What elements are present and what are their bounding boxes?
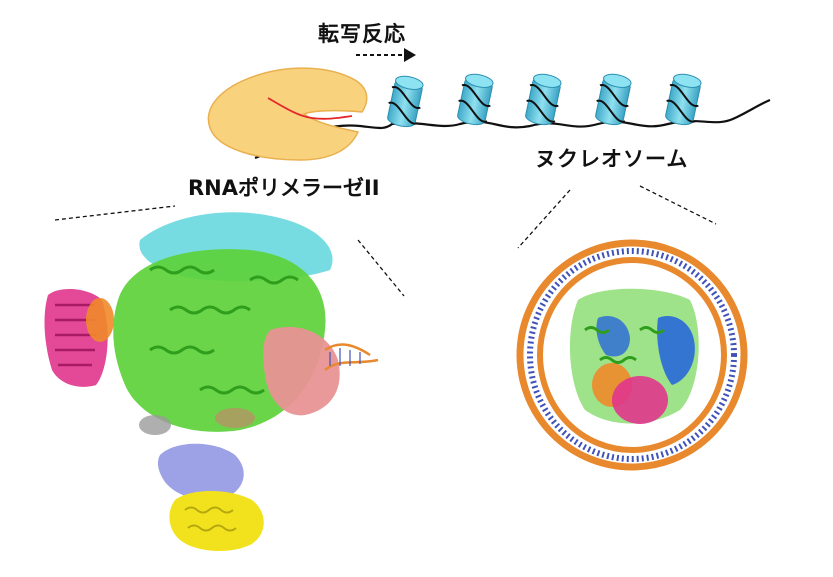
- rna-polymerase-structure: [44, 212, 379, 552]
- transcription-schematic: [207, 48, 771, 161]
- connector-lines: [54, 185, 717, 297]
- nucleosome-structure: [516, 239, 748, 471]
- rna-polymerase-label: RNAポリメラーゼII: [188, 176, 380, 200]
- nucleosome-bead: [595, 73, 632, 126]
- rna-polymerase-body: [207, 67, 368, 161]
- transcription-label: 転写反応: [318, 22, 406, 46]
- rna-strand: [267, 97, 353, 120]
- nucleosome-bead: [387, 75, 424, 128]
- arrow-right-icon: [356, 48, 416, 62]
- nucleosome-bead: [665, 73, 702, 126]
- dna-thread: [254, 98, 771, 160]
- nucleosome-bead: [525, 73, 562, 126]
- nucleosome-label: ヌクレオソーム: [535, 147, 689, 171]
- nucleosome-bead: [457, 73, 494, 126]
